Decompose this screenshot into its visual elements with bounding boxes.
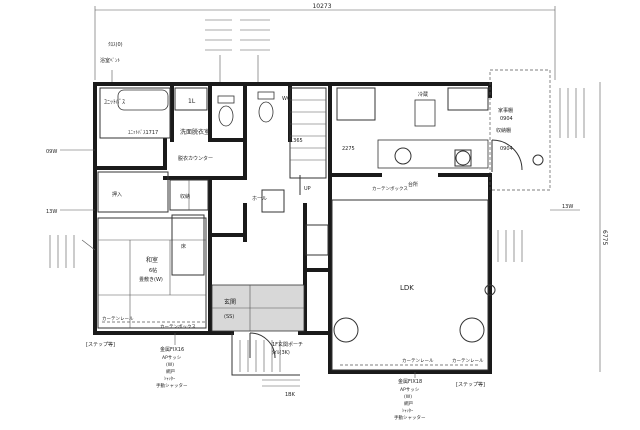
kitchen: 台所 2275 冷蔵 (336, 87, 489, 188)
overall-depth-dimension: 6775 (599, 82, 608, 372)
bottom-left-line-4: ｼｬｯﾀｰ (164, 376, 176, 382)
bottom-right-title: 金属FIX18 (398, 378, 422, 385)
curtain-washitsu: カーテンレール (102, 316, 134, 322)
right-storage: 家事棚 0904 収納棚 0904 (496, 107, 544, 166)
bottom-note-left: 金属FIX16 APサッシ (W) 網戸 ｼｬｯﾀｰ 手動シャッター (156, 333, 188, 389)
bath-size-label: ﾕﾆｯﾄﾊﾞｽ1717 (128, 129, 158, 136)
curtain-box-2: カーテンボックス (372, 185, 408, 192)
genkan: 玄関 (SS) (211, 284, 305, 359)
storage-sub-label: 収納棚 (496, 127, 511, 134)
genkan-floor-label: (SS) (224, 314, 234, 320)
grid-marks: 09W 13W 13W (46, 149, 580, 215)
porch-code-label: 1BK (285, 392, 296, 398)
toilet-label: WC (282, 96, 291, 102)
storage-code: 0904 (500, 116, 513, 122)
cupboard-code: 0904 (500, 146, 513, 152)
window-callout-name: 浴室ﾍﾞﾝﾄ (100, 57, 121, 64)
side-callout-right (497, 88, 585, 262)
overall-width-label: 10273 (312, 3, 331, 10)
washroom-label: 洗面脱衣室 (180, 128, 210, 136)
up-label: UP (304, 186, 311, 192)
bottom-right-line-1: APサッシ (400, 387, 420, 393)
washroom: 洗面脱衣室 脱衣カウンター (174, 87, 213, 162)
washitsu-tatami-label: 6帖 (149, 267, 157, 274)
ldk-label: LDK (400, 284, 414, 292)
bottom-right-line-4: ｼｬｯﾀｰ (402, 408, 414, 414)
ldk: LDK (305, 199, 496, 371)
overall-depth-label: 6775 (601, 230, 608, 245)
porch-sub-label: ﾀｲﾙ(3K) (272, 350, 290, 356)
oshiire-label: 押入 (112, 191, 122, 198)
window-callout-top-middle (205, 19, 270, 84)
bottom-right-line-2: (W) (404, 394, 412, 400)
bottom-note-right: 金属FIX18 APサッシ (W) 網戸 ｼｬｯﾀｰ 手動シャッター (394, 372, 426, 421)
window-callout-code: ｸﾛｽ(0) (108, 42, 123, 48)
kitchen-dim-label: 2275 (342, 146, 355, 152)
entrance-hall: ホール (252, 189, 285, 213)
window-callout-top-left: ｸﾛｽ(0) 浴室ﾍﾞﾝﾄ (100, 42, 123, 84)
undress-counter-label: 脱衣カウンター (178, 155, 213, 162)
bottom-left-title: 金属FIX16 (160, 346, 184, 353)
curtain-ldk-right: カーテンレール (452, 358, 484, 364)
overall-width-dimension: 10273 (94, 3, 556, 80)
washitsu-label: 和室 (146, 256, 158, 264)
porch-label: 1F玄関ポーチ (272, 341, 303, 348)
grid-13w-left: 13W (46, 209, 57, 215)
closet-washitsu: 収納 (169, 179, 209, 211)
kitchen-label: 台所 (408, 181, 418, 188)
washitsu: 和室 6帖 畳敷き(W) 押入 床 (97, 171, 207, 329)
toilet: WC (217, 91, 291, 127)
bottom-right-line-3: 網戸 (404, 400, 413, 407)
storage-label: 家事棚 (498, 107, 513, 114)
curtain-rails: カーテンレール カーテンレール カーテンレール カーテンボックス カーテンボック… (102, 185, 484, 366)
bath-label: ﾕﾆｯﾄﾊﾞｽ (104, 99, 125, 106)
tokonoma-label: 床 (181, 243, 186, 250)
bottom-left-line-1: APサッシ (162, 355, 182, 361)
bay-projection (489, 69, 551, 191)
staircase: UP 1365 (289, 87, 327, 195)
porch: 1F玄関ポーチ ﾀｲﾙ(3K) 1BK (231, 333, 303, 398)
grid-13w-right: 13W (562, 204, 573, 210)
hall-label: ホール (252, 196, 267, 202)
side-callout-left (49, 235, 96, 268)
curtain-box-1: カーテンボックス (160, 323, 196, 330)
step-tag-right: [ステップ等] (456, 381, 485, 388)
bottom-left-line-5: 手動シャッター (156, 382, 188, 389)
genkan-label: 玄関 (224, 298, 236, 306)
bottom-left-line-2: (W) (166, 362, 174, 368)
unit-bath-label: 1L (188, 98, 196, 105)
stair-dim-label: 1365 (290, 138, 303, 144)
pantry-label: 冷蔵 (418, 91, 428, 98)
closet-label: 収納 (180, 193, 190, 200)
step-tags: [ステップ等] [ステップ等] (86, 341, 485, 388)
bottom-left-line-3: 網戸 (166, 368, 175, 375)
step-tag-left: [ステップ等] (86, 341, 115, 348)
bathroom: ﾕﾆｯﾄﾊﾞｽ ﾕﾆｯﾄﾊﾞｽ1717 1L (99, 87, 196, 139)
washitsu-floor-label: 畳敷き(W) (139, 276, 163, 283)
bottom-right-line-5: 手動シャッター (394, 414, 426, 421)
curtain-ldk-left: カーテンレール (402, 358, 434, 364)
grid-09w: 09W (46, 149, 57, 155)
